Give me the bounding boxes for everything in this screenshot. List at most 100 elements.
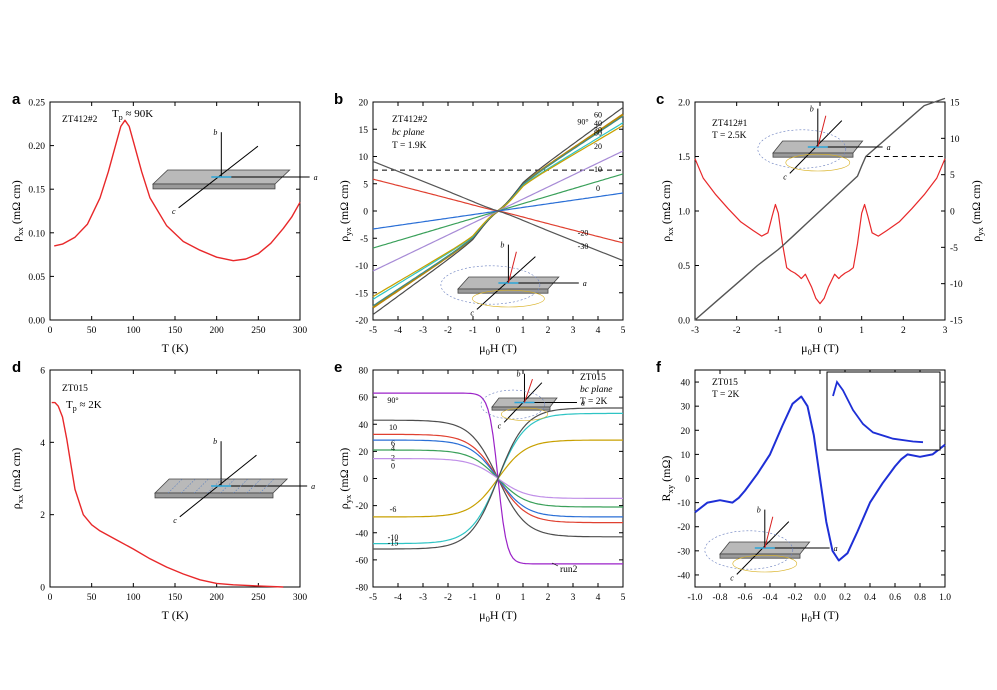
series-label: 90°	[387, 396, 398, 405]
x-tick-label: -0.8	[712, 593, 727, 603]
x-tick-label: -1	[774, 326, 782, 336]
run-label: run2	[560, 565, 578, 575]
x-tick-label: 2	[546, 326, 551, 336]
series-label: -15	[388, 538, 399, 547]
y-tick-label: -40	[355, 529, 368, 539]
x-tick-label: 0	[48, 326, 53, 336]
y-tick-label: -20	[355, 502, 368, 512]
x-tick-label: -1	[469, 326, 477, 336]
stripe	[167, 478, 183, 494]
series-label: 60	[594, 110, 602, 119]
temperature-label: T = 2K	[712, 390, 739, 400]
x-tick-label: 1	[859, 326, 864, 336]
y-right-axis-label: ρyx (mΩ cm)	[969, 180, 985, 242]
y-axis-label: ρxx (mΩ cm)	[9, 180, 25, 242]
y-tick-label: 30	[681, 403, 691, 413]
series-label: 6	[391, 439, 395, 448]
x-tick-label: 3	[571, 326, 576, 336]
y-tick-label: 20	[359, 448, 369, 458]
y-tick-label: 60	[359, 394, 369, 404]
y-tick-label: 1.0	[678, 208, 690, 218]
y-tick-label: 0.20	[28, 142, 45, 152]
temperature-label: T = 1.9K	[392, 141, 427, 151]
b-axis-label: b	[516, 370, 520, 379]
x-tick-label: 5	[621, 593, 626, 603]
x-axis-label: T (K)	[162, 341, 189, 355]
x-tick-label: 150	[168, 326, 183, 336]
y-tick-label: 0.10	[28, 229, 45, 239]
stripe	[259, 478, 275, 494]
series-label: -6	[390, 505, 397, 514]
tp-annotation: Tp ≈ 90K	[112, 108, 153, 122]
y-tick-label: -80	[355, 584, 368, 594]
y-tick-label: 0	[685, 475, 690, 485]
x-axis-label: μ0H (T)	[801, 341, 839, 357]
c-axis-label: c	[470, 308, 474, 317]
y-tick-label: 2	[40, 511, 45, 521]
stripe	[246, 478, 262, 494]
y-tick-label: 0.15	[28, 186, 45, 196]
x-tick-label: 0	[48, 593, 53, 603]
x-tick-label: 0.6	[889, 593, 901, 603]
y-tick-label: -5	[360, 235, 368, 245]
x-tick-label: -3	[691, 326, 699, 336]
series-label: -30	[578, 242, 589, 251]
x-tick-label: -5	[369, 593, 377, 603]
y-right-tick-label: 0	[950, 208, 955, 218]
x-tick-label: -2	[444, 593, 452, 603]
field-arrow	[524, 378, 533, 403]
series-label: 0	[391, 462, 395, 471]
rotation-loop	[472, 289, 545, 308]
x-tick-label: 1.0	[939, 593, 951, 603]
stripe	[181, 478, 196, 494]
x-tick-label: -0.6	[737, 593, 752, 603]
y-tick-label: 0.00	[28, 317, 45, 327]
rotation-loop	[785, 153, 851, 172]
x-tick-label: 0.8	[914, 593, 926, 603]
field-arrow	[764, 516, 774, 549]
series-line	[372, 160, 624, 262]
sample-slab-edge	[154, 492, 274, 499]
y-tick-label: -20	[677, 523, 690, 533]
rho-yx-line	[694, 97, 946, 321]
series-label: 0	[596, 184, 600, 193]
b-axis-label: b	[213, 437, 217, 446]
x-tick-label: -3	[419, 593, 427, 603]
x-tick-label: 0.0	[814, 593, 826, 603]
x-tick-label: 1	[521, 326, 526, 336]
data-line	[694, 395, 946, 562]
x-tick-label: 3	[943, 326, 948, 336]
y-tick-label: 10	[359, 153, 369, 163]
y-right-tick-label: -5	[950, 244, 958, 254]
c-axis-label: c	[173, 516, 177, 525]
sample-name: ZT015	[62, 384, 88, 394]
x-tick-label: 0.2	[839, 593, 851, 603]
a-axis-label: a	[887, 143, 891, 152]
run-pointer	[551, 562, 559, 567]
series-label: 40	[594, 119, 602, 128]
a-axis-label: a	[583, 279, 587, 288]
temperature-label: T = 2.5K	[712, 131, 747, 141]
rho-xx-line	[694, 158, 946, 305]
y-tick-label: -10	[355, 262, 368, 272]
sample-name: ZT412#2	[392, 115, 428, 125]
plane-label: bc plane	[580, 385, 612, 395]
y-tick-label: 40	[681, 379, 691, 389]
y-right-tick-label: -15	[950, 317, 963, 327]
y-axis-label: ρxx (mΩ cm)	[659, 180, 675, 242]
inset-frame	[826, 371, 941, 451]
y-tick-label: 15	[359, 126, 369, 136]
x-tick-label: -3	[419, 326, 427, 336]
y-tick-label: 0	[40, 584, 45, 594]
x-tick-label: -4	[394, 593, 402, 603]
data-line	[54, 119, 301, 262]
stripe	[194, 478, 209, 494]
sample-slab-edge	[152, 183, 276, 190]
y-tick-label: 0.5	[678, 262, 690, 272]
sample-slab-edge	[719, 553, 801, 559]
temperature-label: T = 2K	[580, 397, 607, 407]
y-tick-label: 20	[359, 99, 369, 109]
